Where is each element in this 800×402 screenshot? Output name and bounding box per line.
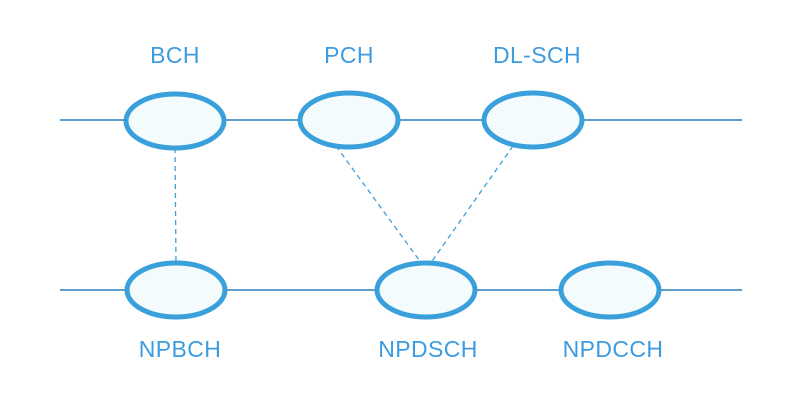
node-label-bch: BCH [150, 42, 200, 68]
node-npbch[interactable] [124, 260, 228, 320]
node-label-npdcch: NPDCCH [563, 336, 664, 362]
node-dl-sch[interactable] [481, 90, 585, 150]
node-label-npdsch: NPDSCH [378, 336, 478, 362]
label-group: BCH PCH DL-SCH NPBCH NPDSCH NPDCCH [139, 42, 664, 362]
node-pch[interactable] [297, 90, 401, 150]
link-bch-npbch [174, 147, 177, 264]
lower-node-group [124, 260, 662, 320]
link-dlsch-npdsch [429, 145, 514, 265]
node-label-npbch: NPBCH [139, 336, 222, 362]
node-label-pch: PCH [324, 42, 374, 68]
node-npdcch[interactable] [558, 260, 662, 320]
upper-node-group [123, 90, 585, 151]
node-label-dl-sch: DL-SCH [493, 42, 581, 68]
link-pch-npdsch [335, 145, 423, 265]
node-npdsch[interactable] [374, 260, 478, 320]
node-bch[interactable] [123, 91, 227, 151]
mapping-link-group [174, 145, 514, 265]
